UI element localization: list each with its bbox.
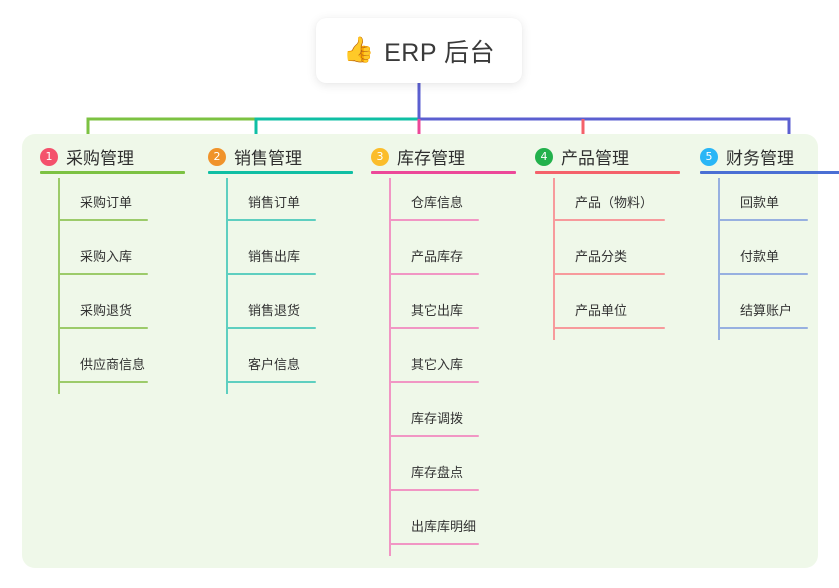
column-finance-index-badge: 5 xyxy=(700,148,718,166)
page-title: ERP 后台 xyxy=(384,38,496,67)
leaf-warehouse-info-label: 仓库信息 xyxy=(411,195,464,210)
column-inventory-index-badge: 3 xyxy=(371,148,389,166)
leaf-purchase-order-label: 采购订单 xyxy=(80,195,133,210)
leaf-product-category-underline xyxy=(553,273,665,275)
leaf-settlement-account-label: 结算账户 xyxy=(740,303,793,318)
column-finance-title: 财务管理 xyxy=(726,149,794,168)
leaf-payment-note-label: 付款单 xyxy=(740,249,780,264)
column-product-underline xyxy=(535,171,680,174)
leaf-settlement-account-underline xyxy=(718,327,808,329)
thumbs-up-icon: 👍 xyxy=(342,36,375,64)
leaf-sales-outbound-underline xyxy=(226,273,316,275)
column-product-spine xyxy=(553,178,555,340)
column-product-index-badge: 4 xyxy=(535,148,553,166)
leaf-receipt-note-label: 回款单 xyxy=(740,195,780,210)
column-inventory-title: 库存管理 xyxy=(397,149,465,168)
leaf-supplier-info-underline xyxy=(58,381,148,383)
leaf-sales-return-underline xyxy=(226,327,316,329)
column-sales-spine xyxy=(226,178,228,394)
root-node-card[interactable]: 👍 ERP 后台 xyxy=(316,18,522,83)
leaf-supplier-info-label: 供应商信息 xyxy=(80,357,146,372)
leaf-sales-outbound-label: 销售出库 xyxy=(248,249,301,264)
leaf-product-category-label: 产品分类 xyxy=(575,249,628,264)
leaf-customer-info-label: 客户信息 xyxy=(248,357,301,372)
leaf-outbound-detail-label: 出库库明细 xyxy=(411,519,477,534)
leaf-sales-order-underline xyxy=(226,219,316,221)
column-purchase-title: 采购管理 xyxy=(66,149,134,168)
leaf-purchase-order-underline xyxy=(58,219,148,221)
leaf-product-unit-label: 产品单位 xyxy=(575,303,628,318)
column-purchase-index-badge: 1 xyxy=(40,148,58,166)
leaf-stock-count-label: 库存盘点 xyxy=(411,465,464,480)
leaf-other-inbound-underline xyxy=(389,381,479,383)
leaf-sales-order-label: 销售订单 xyxy=(248,195,301,210)
leaf-purchase-inbound-underline xyxy=(58,273,148,275)
leaf-product-material-label: 产品（物料） xyxy=(575,195,654,210)
leaf-customer-info-underline xyxy=(226,381,316,383)
leaf-purchase-return-label: 采购退货 xyxy=(80,303,133,318)
leaf-warehouse-info-underline xyxy=(389,219,479,221)
leaf-other-inbound-label: 其它入库 xyxy=(411,357,464,372)
leaf-sales-return-label: 销售退货 xyxy=(248,303,301,318)
column-inventory-spine xyxy=(389,178,391,556)
leaf-outbound-detail-underline xyxy=(389,543,479,545)
column-purchase-spine xyxy=(58,178,60,394)
branches-panel: 1 采购管理采购订单采购入库采购退货供应商信息 2 销售管理销售订单销售出库销售退货客… xyxy=(22,134,839,568)
column-sales-index-badge: 2 xyxy=(208,148,226,166)
leaf-product-stock-label: 产品库存 xyxy=(411,249,464,264)
leaf-stock-transfer-label: 库存调拨 xyxy=(411,411,464,426)
leaf-stock-transfer-underline xyxy=(389,435,479,437)
leaf-product-unit-underline xyxy=(553,327,665,329)
leaf-stock-count-underline xyxy=(389,489,479,491)
leaf-product-material-underline xyxy=(553,219,665,221)
leaf-product-stock-underline xyxy=(389,273,479,275)
column-sales-title: 销售管理 xyxy=(234,149,302,168)
column-finance-underline xyxy=(700,171,839,174)
leaf-receipt-note-underline xyxy=(718,219,808,221)
leaf-purchase-return-underline xyxy=(58,327,148,329)
leaf-other-outbound-label: 其它出库 xyxy=(411,303,464,318)
leaf-other-outbound-underline xyxy=(389,327,479,329)
column-product-title: 产品管理 xyxy=(561,149,629,168)
column-finance-spine xyxy=(718,178,720,340)
column-purchase-underline xyxy=(40,171,185,174)
leaf-purchase-inbound-label: 采购入库 xyxy=(80,249,133,264)
leaf-payment-note-underline xyxy=(718,273,808,275)
column-inventory-underline xyxy=(371,171,516,174)
column-sales-underline xyxy=(208,171,353,174)
